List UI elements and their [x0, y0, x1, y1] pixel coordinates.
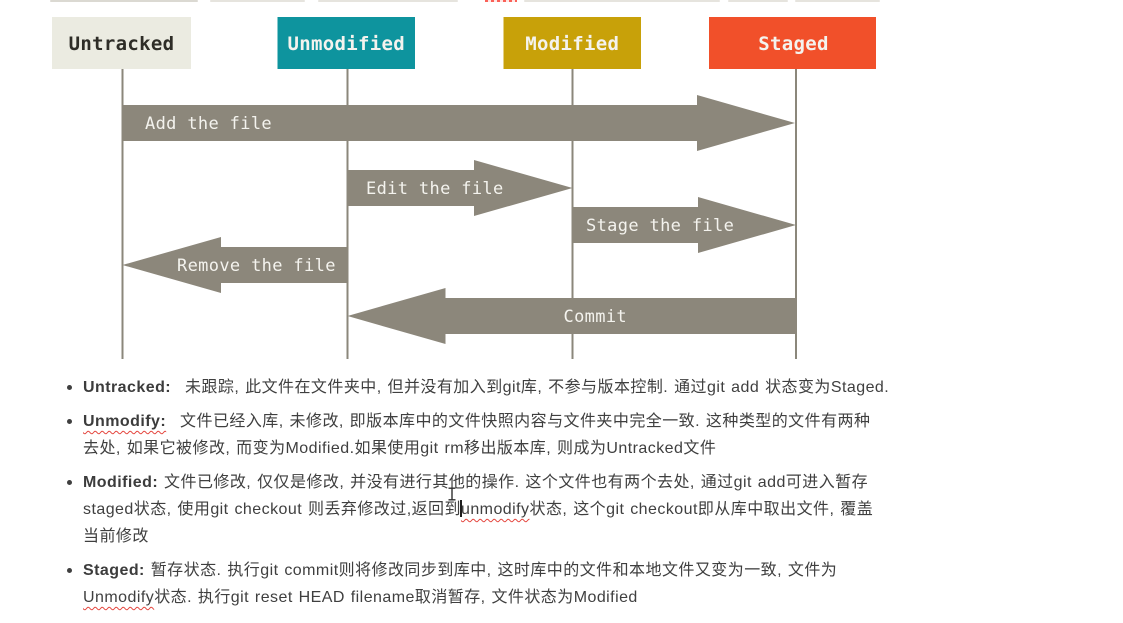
arrow-add-the-file-label: Add the file: [145, 114, 272, 134]
text-caret: [460, 500, 462, 517]
arrow-commit-label: Commit: [564, 307, 628, 327]
clipped-text-ink: [50, 0, 198, 2]
clipped-text-ink: [524, 0, 720, 2]
arrow-commit-shape: [347, 288, 797, 344]
state-box-modified: Modified: [503, 17, 641, 69]
term-modified: Modified:: [83, 474, 159, 491]
clipped-text-ink: [795, 0, 880, 2]
state-box-untracked: Untracked: [52, 17, 191, 69]
arrow-remove-the-file-label: Remove the file: [177, 256, 336, 276]
bullet-marker: [67, 568, 72, 573]
note-staged-text-1: 暂存状态. 执行git commit则将修改同步到库中, 这时库中的文件和本地文…: [144, 562, 838, 579]
state-box-unmodified: Unmodified: [277, 17, 415, 69]
bullet-marker: [67, 385, 72, 390]
note-item-unmodify[interactable]: Unmodify: 文件已经入库, 未修改, 即版本库中的文件快照内容与文件夹中…: [67, 408, 1123, 462]
note-modified-text-2b: 状态, 这个git checkout即从库中取出文件, 覆盖: [529, 501, 874, 518]
clipped-spellcheck-squiggle: [485, 0, 517, 2]
note-unmodify-line-1: Unmodify: 文件已经入库, 未修改, 即版本库中的文件快照内容与文件夹中…: [83, 408, 1123, 435]
clipped-previous-line: [0, 0, 1123, 3]
arrow-stage-the-file: Stage the file: [572, 197, 796, 253]
bullet-marker: [67, 419, 72, 424]
arrow-commit: Commit: [347, 288, 797, 344]
arrow-remove-the-file: Remove the file: [122, 237, 348, 293]
state-box-staged-label: Staged: [758, 33, 828, 55]
arrow-edit-the-file-shape: [347, 160, 573, 216]
note-unmodify-text-1: 文件已经入库, 未修改, 即版本库中的文件快照内容与文件夹中完全一致. 这种类型…: [174, 413, 871, 430]
state-box-modified-label: Modified: [525, 33, 619, 55]
note-staged-text-2: 状态. 执行git reset HEAD filename取消暂存, 文件状态为…: [154, 589, 638, 606]
term-staged: Staged:: [83, 562, 145, 579]
arrow-stage-the-file-label: Stage the file: [586, 216, 734, 236]
note-item-staged[interactable]: Staged: 暂存状态. 执行git commit则将修改同步到库中, 这时库…: [67, 557, 1123, 611]
notes-list: Untracked: 未跟踪, 此文件在文件夹中, 但并没有加入到git库, 不…: [0, 374, 1123, 611]
arrow-stage-the-file-shape: [572, 197, 796, 253]
note-staged-line-1: Staged: 暂存状态. 执行git commit则将修改同步到库中, 这时库…: [83, 557, 1123, 584]
note-unmodify-line-2: 去处, 如果它被修改, 而变为Modified.如果使用git rm移出版本库,…: [83, 435, 1123, 462]
clipped-text-ink: [210, 0, 305, 2]
note-item-modified[interactable]: Modified: 文件已修改, 仅仅是修改, 并没有进行其他的操作. 这个文件…: [67, 469, 1123, 550]
arrow-edit-the-file-label: Edit the file: [366, 179, 504, 199]
misspelled-word-unmodify-2: Unmodify: [83, 589, 155, 606]
state-box-unmodified-label: Unmodified: [288, 33, 405, 55]
note-modified-text-2a: staged状态, 使用git checkout 则丢弃修改过,返回到: [83, 501, 461, 518]
state-box-untracked-rect: [52, 17, 191, 69]
arrow-add-the-file-shape: [122, 95, 795, 151]
note-modified-text-1: 文件已修改, 仅仅是修改, 并没有进行其他的操作. 这个文件也有两个去处, 通过…: [158, 474, 869, 491]
arrow-add-the-file: Add the file: [122, 95, 795, 151]
note-modified-line-3: 当前修改: [83, 523, 1123, 550]
clipped-text-ink: [728, 0, 788, 2]
note-modified-text-3: 当前修改: [83, 528, 149, 545]
misspelled-word-unmodify: unmodify: [460, 501, 530, 518]
note-unmodify-text-2: 去处, 如果它被修改, 而变为Modified.如果使用git rm移出版本库,…: [83, 440, 717, 457]
state-box-modified-rect: [503, 17, 641, 69]
term-untracked: Untracked:: [83, 379, 172, 396]
state-box-staged: Staged: [709, 17, 876, 69]
note-untracked-text: 未跟踪, 此文件在文件夹中, 但并没有加入到git库, 不参与版本控制. 通过g…: [179, 379, 890, 396]
state-box-untracked-label: Untracked: [69, 33, 175, 55]
note-modified-line-2: staged状态, 使用git checkout 则丢弃修改过,返回到unmod…: [83, 496, 1123, 523]
arrow-edit-the-file: Edit the file: [347, 160, 573, 216]
state-box-unmodified-rect: [277, 17, 415, 69]
git-lifecycle-diagram[interactable]: Untracked Unmodified Modified Staged Add…: [0, 0, 1123, 362]
mouse-ibeam-cursor: [448, 487, 456, 501]
note-modified-line-1: Modified: 文件已修改, 仅仅是修改, 并没有进行其他的操作. 这个文件…: [83, 469, 1123, 496]
clipped-text-ink: [318, 0, 458, 2]
note-untracked-line-1: Untracked: 未跟踪, 此文件在文件夹中, 但并没有加入到git库, 不…: [83, 374, 1123, 401]
term-unmodify-misspelled: Unmodify:: [83, 413, 167, 430]
note-staged-line-2: Unmodify状态. 执行git reset HEAD filename取消暂…: [83, 584, 1123, 611]
bullet-marker: [67, 480, 72, 485]
arrow-remove-the-file-shape: [122, 237, 348, 293]
state-box-staged-rect: [709, 17, 876, 69]
note-item-untracked[interactable]: Untracked: 未跟踪, 此文件在文件夹中, 但并没有加入到git库, 不…: [67, 374, 1123, 401]
